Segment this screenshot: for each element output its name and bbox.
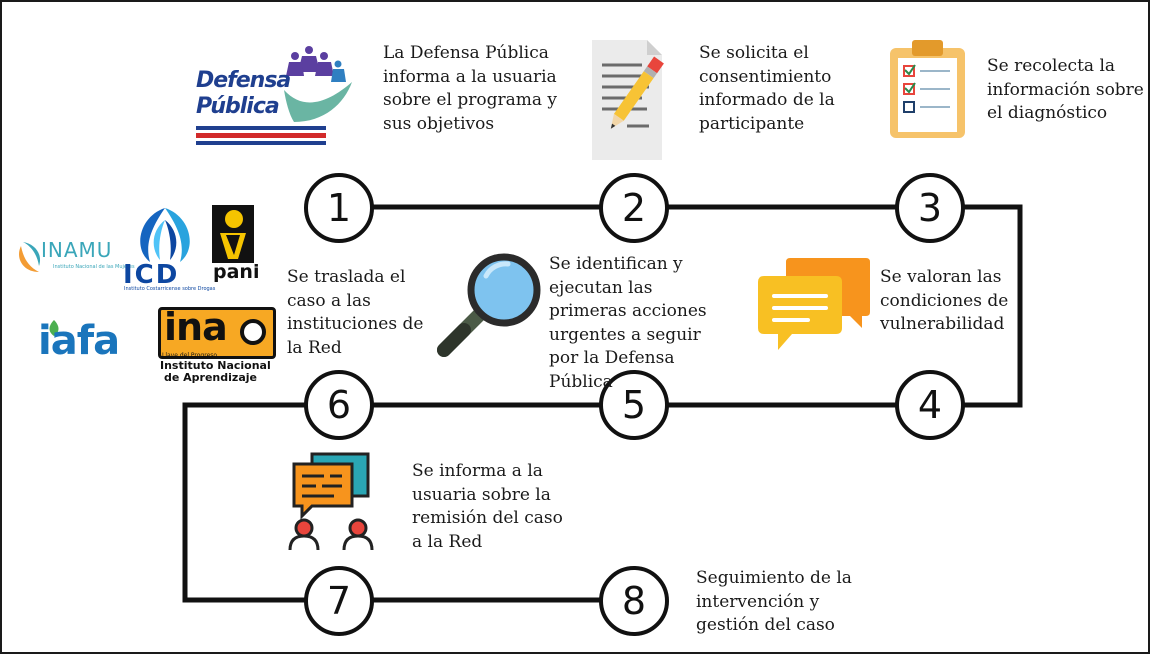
- step-4-text: Se valoran las condiciones de vulnerabil…: [880, 267, 1009, 334]
- inamu-logo-subtext: Instituto Nacional de las Mujeres: [53, 264, 135, 270]
- document-pencil-icon: [592, 40, 664, 160]
- magnifying-glass-icon: [437, 253, 541, 357]
- iafa-logo-text: iafa: [38, 318, 120, 364]
- ina-logo-text: ina: [164, 305, 228, 349]
- step-3-text: Se recolecta la información sobre el dia…: [987, 56, 1144, 123]
- chat-bubbles-icon: [758, 258, 870, 350]
- consultation-icon: [288, 452, 374, 551]
- icd-logo-subtext: Instituto Costarricense sobre Drogas: [124, 286, 216, 292]
- iafa-logo: iafa: [38, 316, 158, 371]
- inamu-logo-text: INAMU: [41, 238, 113, 262]
- pani-logo-text: pani: [213, 261, 260, 283]
- ina-key-ring: [240, 319, 266, 345]
- ina-logo-subtext-3: de Aprendizaje: [164, 371, 257, 384]
- clipboard-checklist-icon: [890, 40, 965, 138]
- ina-logo: ina Llave del Progreso Instituto Naciona…: [158, 305, 283, 387]
- step-4-circle: 4: [895, 370, 965, 440]
- step-2-circle: 2: [599, 173, 669, 243]
- step-7-circle: 7: [304, 566, 374, 636]
- defensa-logo-line1: Defensa: [196, 68, 291, 93]
- icd-logo-text: ICD: [123, 260, 180, 290]
- step-5-text: Se identifican y ejecutan las primeras a…: [549, 254, 707, 392]
- step-2-text: Se solicita el consentimiento informado …: [699, 43, 835, 134]
- step-8-circle: 8: [599, 566, 669, 636]
- step-3-circle: 3: [895, 173, 965, 243]
- step-6-text: Se traslada el caso a las instituciones …: [287, 267, 424, 358]
- step-7-text: Se informa a la usuaria sobre la remisió…: [412, 461, 563, 552]
- step-5-circle: 5: [599, 370, 669, 440]
- icd-logo: ICD Instituto Costarricense sobre Drogas: [120, 202, 215, 292]
- inamu-logo: INAMU Instituto Nacional de las Mujeres: [17, 234, 135, 284]
- step-6-circle: 6: [304, 370, 374, 440]
- pani-logo: pani: [212, 205, 260, 287]
- step-1-text: La Defensa Pública informa a la usuaria …: [383, 43, 557, 134]
- ina-logo-subtext-1: Llave del Progreso: [162, 352, 218, 359]
- step-1-circle: 1: [304, 173, 374, 243]
- defensa-logo-line2: Pública: [196, 94, 280, 119]
- step-8-text: Seguimiento de la intervención y gestión…: [696, 568, 852, 635]
- defensa-publica-logo: Defensa Pública: [194, 42, 354, 152]
- ina-logo-subtext-2: Instituto Nacional: [160, 359, 271, 372]
